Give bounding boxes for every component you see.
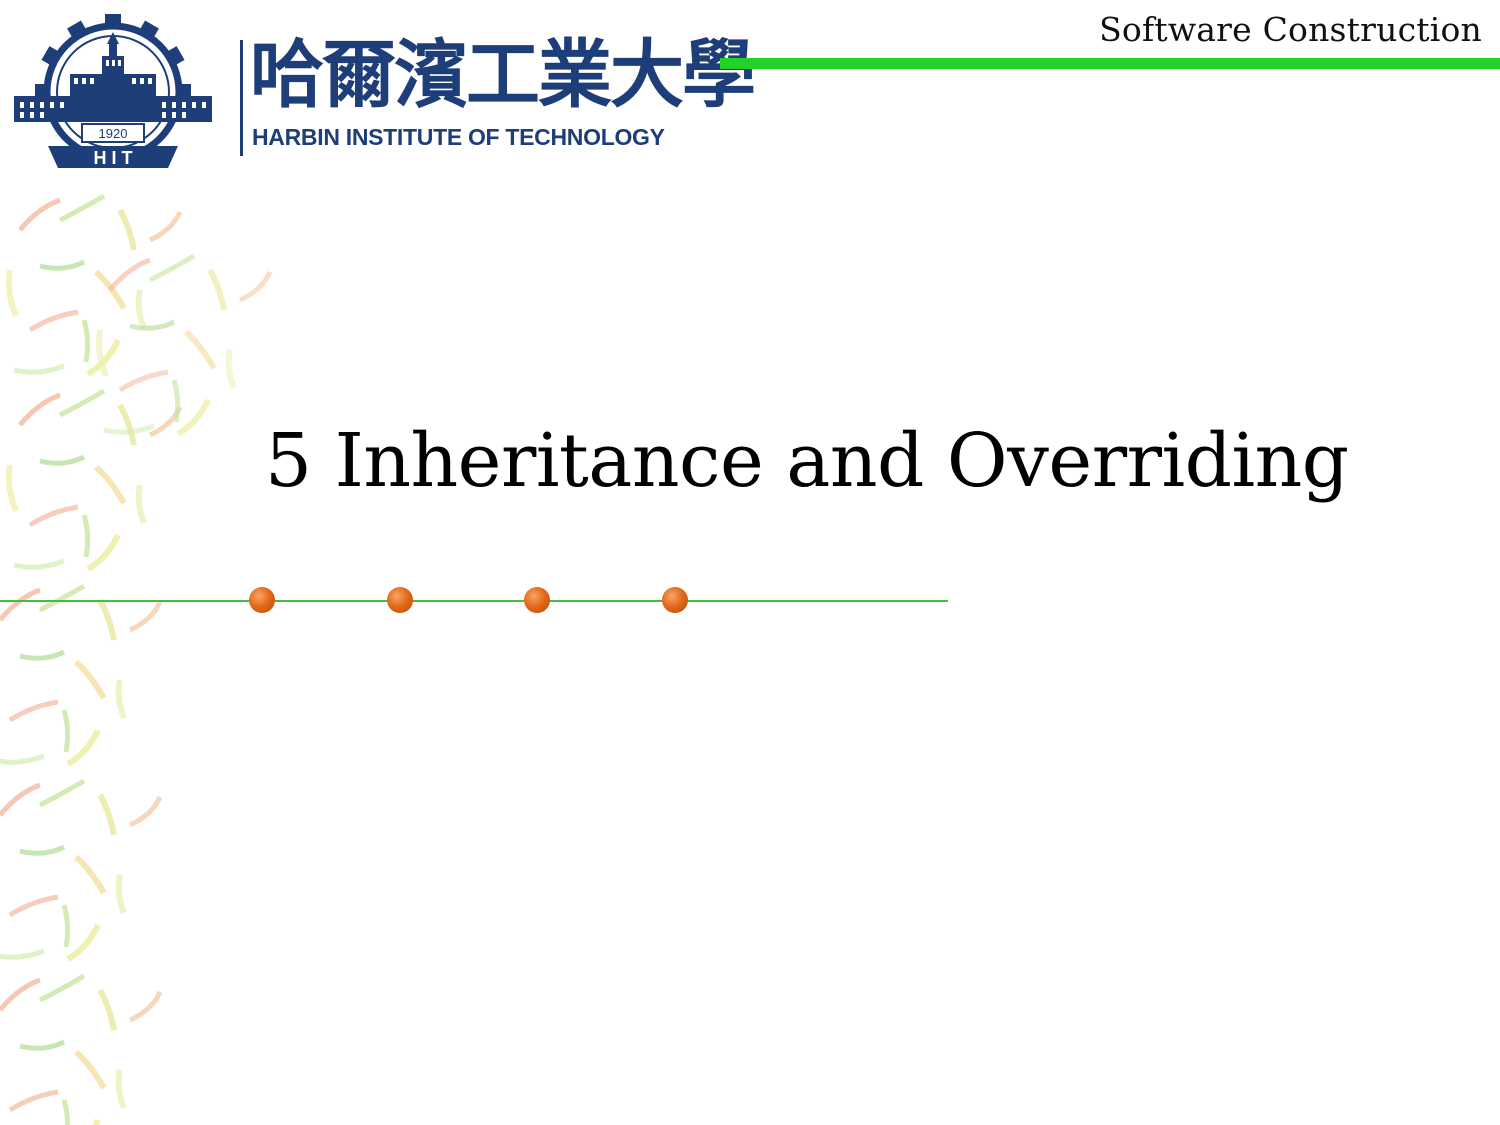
hit-emblem-logo: 1920 H I T xyxy=(14,14,212,168)
divider-dot xyxy=(249,587,275,613)
header-accent-bar xyxy=(720,58,1500,69)
emblem-letters: H I T xyxy=(94,148,133,168)
university-name-cn: 哈爾濱工業大學 xyxy=(250,32,756,118)
divider-dot xyxy=(524,587,550,613)
divider-dot xyxy=(662,587,688,613)
university-name-en: HARBIN INSTITUTE OF TECHNOLOGY xyxy=(252,124,665,150)
logo-divider xyxy=(240,40,243,156)
title-divider-line xyxy=(0,600,948,602)
slide-title: 5 Inheritance and Overriding xyxy=(265,418,1349,504)
leaf-pattern-decoration xyxy=(0,190,280,1125)
course-name: Software Construction xyxy=(1099,10,1482,49)
emblem-year: 1920 xyxy=(99,126,128,141)
divider-dot xyxy=(387,587,413,613)
